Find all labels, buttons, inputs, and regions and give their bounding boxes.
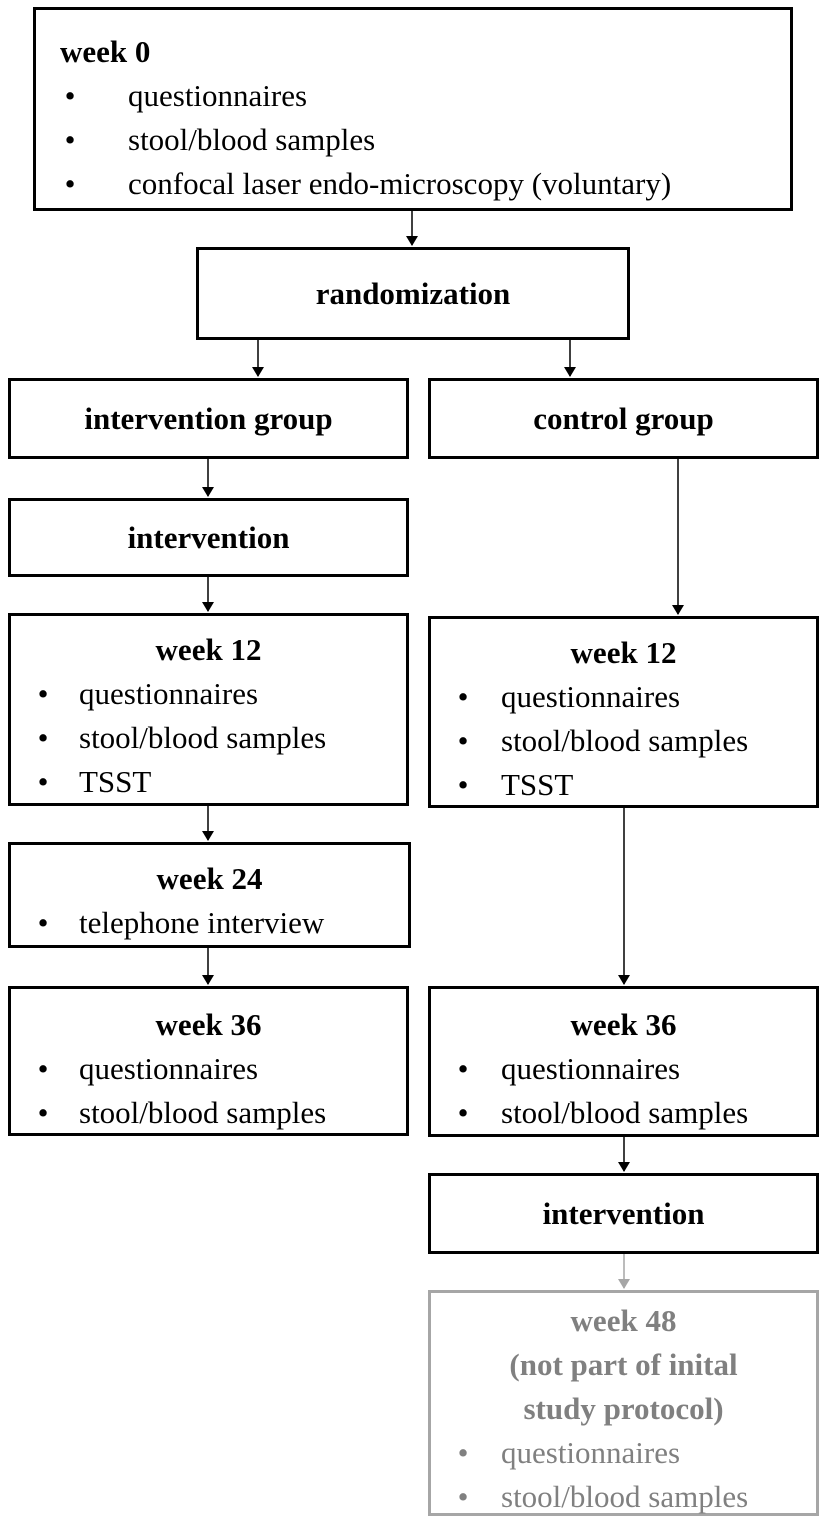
list-item: •questionnaires [457,679,681,714]
control-intervention-box: intervention [428,1173,819,1254]
week48-box: week 48 (not part of inital study protoc… [428,1290,819,1516]
intervention-week36-box: week 36 •questionnaires •stool/blood sam… [8,986,409,1136]
control-week36-list: •questionnaires •stool/blood samples [453,1047,816,1135]
list-item: •TSST [37,764,152,799]
week48-title: week 48 (not part of inital study protoc… [431,1299,816,1431]
week0-title: week 0 [60,34,151,69]
control-week36-box: week 36 •questionnaires •stool/blood sam… [428,986,819,1137]
list-item: •telephone interview [37,905,325,940]
week48-title-line: week 48 [570,1303,677,1338]
randomization-label: randomization [315,275,511,311]
week0-box: week 0 •questionnaires •stool/blood samp… [33,7,793,211]
intervention-week24-box: week 24 •telephone interview [8,842,411,948]
intervention-week36-list: •questionnaires •stool/blood samples [33,1047,406,1135]
list-item: •stool/blood samples [37,1095,327,1130]
week48-title-line: (not part of inital [509,1347,738,1382]
week48-list: •questionnaires •stool/blood samples [453,1431,816,1519]
week0-list: •questionnaires •stool/blood samples •co… [60,74,790,206]
list-item: •questionnaires [457,1435,681,1470]
intervention-group-label: intervention group [84,400,333,436]
intervention-week24-list: •telephone interview [33,901,408,945]
intervention-box: intervention [8,498,409,577]
intervention-week24-title: week 24 [156,861,263,896]
control-week36-title: week 36 [570,1007,677,1042]
randomization-box: randomization [196,247,630,340]
list-item: •TSST [457,767,574,802]
week48-title-line: study protocol) [523,1391,724,1426]
intervention-week12-list: •questionnaires •stool/blood samples •TS… [33,672,406,804]
list-item: •questionnaires [457,1051,681,1086]
control-week12-box: week 12 •questionnaires •stool/blood sam… [428,616,819,808]
list-item: •stool/blood samples [457,723,749,758]
list-item: •stool/blood samples [457,1479,749,1514]
intervention-week12-title: week 12 [155,632,262,667]
intervention-week12-box: week 12 •questionnaires •stool/blood sam… [8,613,409,806]
intervention-week36-title: week 36 [155,1007,262,1042]
list-item: •questionnaires [64,78,308,113]
intervention-label: intervention [127,519,290,555]
list-item: •stool/blood samples [37,720,327,755]
list-item: •stool/blood samples [64,122,376,157]
list-item: •questionnaires [37,1051,259,1086]
list-item: •stool/blood samples [457,1095,749,1130]
control-week12-list: •questionnaires •stool/blood samples •TS… [453,675,816,807]
control-intervention-label: intervention [542,1195,705,1231]
intervention-group-box: intervention group [8,378,409,459]
list-item: •questionnaires [37,676,259,711]
control-group-label: control group [533,400,714,436]
control-week12-title: week 12 [570,635,677,670]
control-group-box: control group [428,378,819,459]
list-item: •confocal laser endo-microscopy (volunta… [64,166,672,201]
